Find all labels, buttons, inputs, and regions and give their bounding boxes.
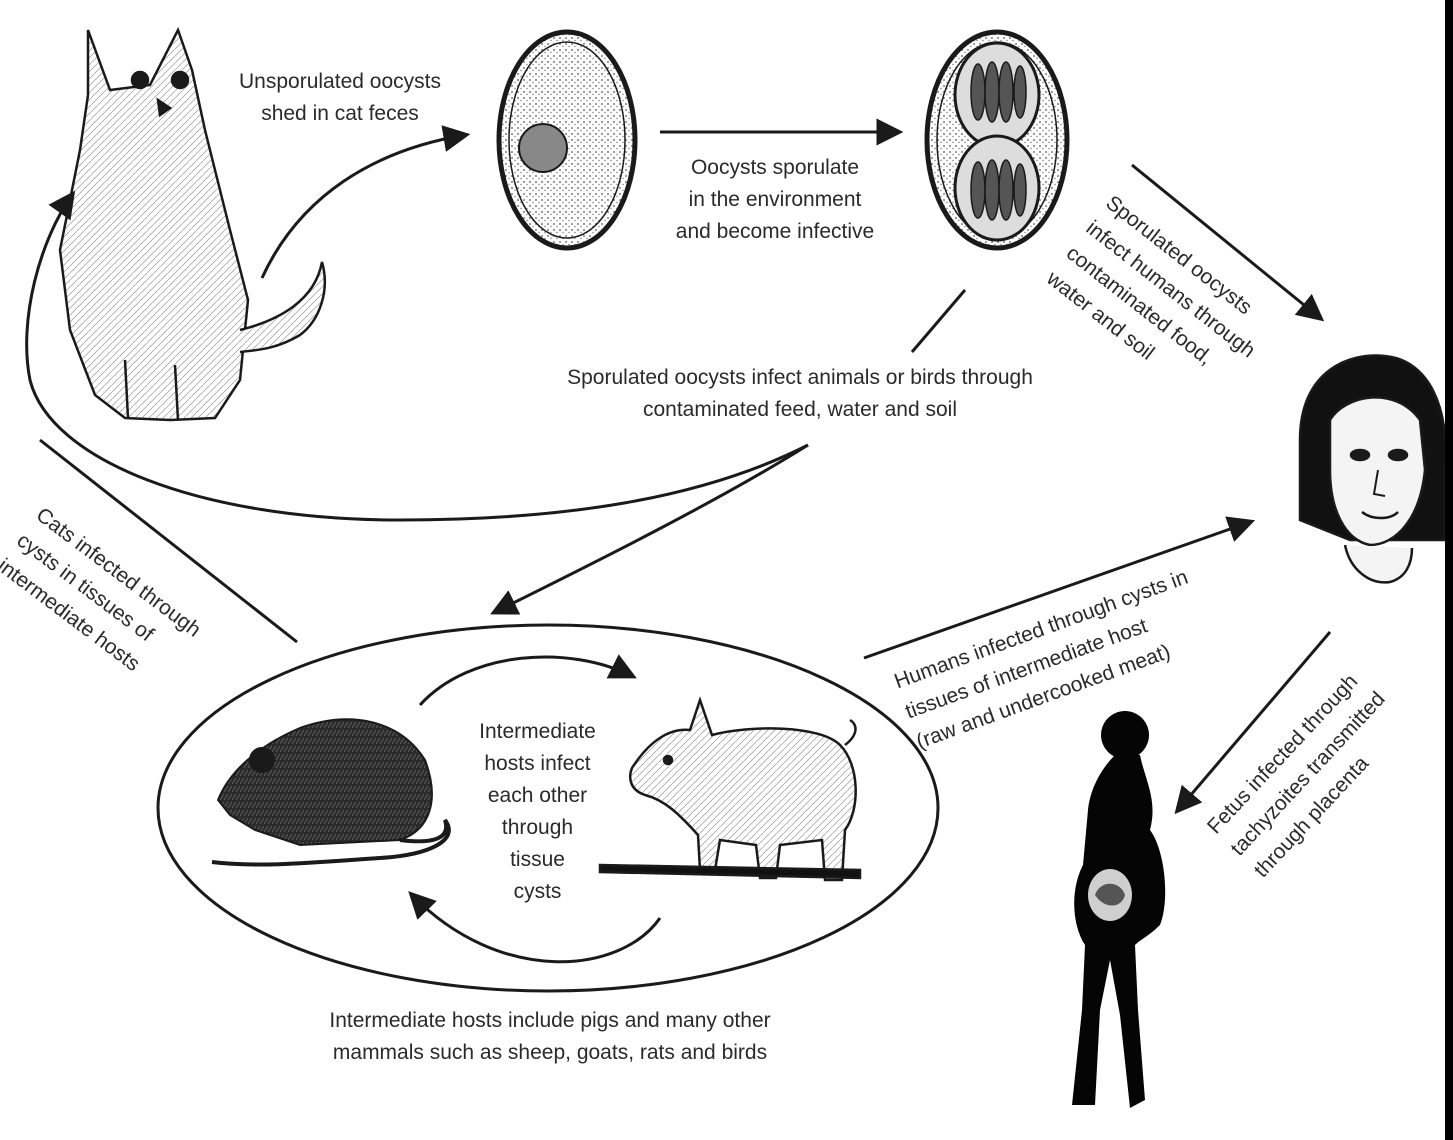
label-intermediate-each-other: Intermediate hosts infect each other thr… <box>455 716 620 908</box>
label-intermediate-hosts-include: Intermediate hosts include pigs and many… <box>270 1005 830 1069</box>
sporulated-oocyst-icon <box>927 32 1067 248</box>
label-oocysts-shed: Unsporulated oocysts shed in cat feces <box>215 66 465 130</box>
arrow-rat-to-pig <box>420 657 632 705</box>
unsporulated-oocyst-icon <box>499 32 635 248</box>
arrow-sporulated-line <box>912 290 965 352</box>
rat-illustration <box>212 719 449 864</box>
label-animals-infected: Sporulated oocysts infect animals or bir… <box>520 362 1080 426</box>
arrow-to-intermediate <box>495 445 808 612</box>
arrow-cat-to-oocyst <box>262 135 465 278</box>
pregnant-woman-silhouette <box>1072 711 1165 1108</box>
label-oocysts-sporulate: Oocysts sporulate in the environment and… <box>640 152 910 248</box>
pig-illustration <box>600 700 860 880</box>
